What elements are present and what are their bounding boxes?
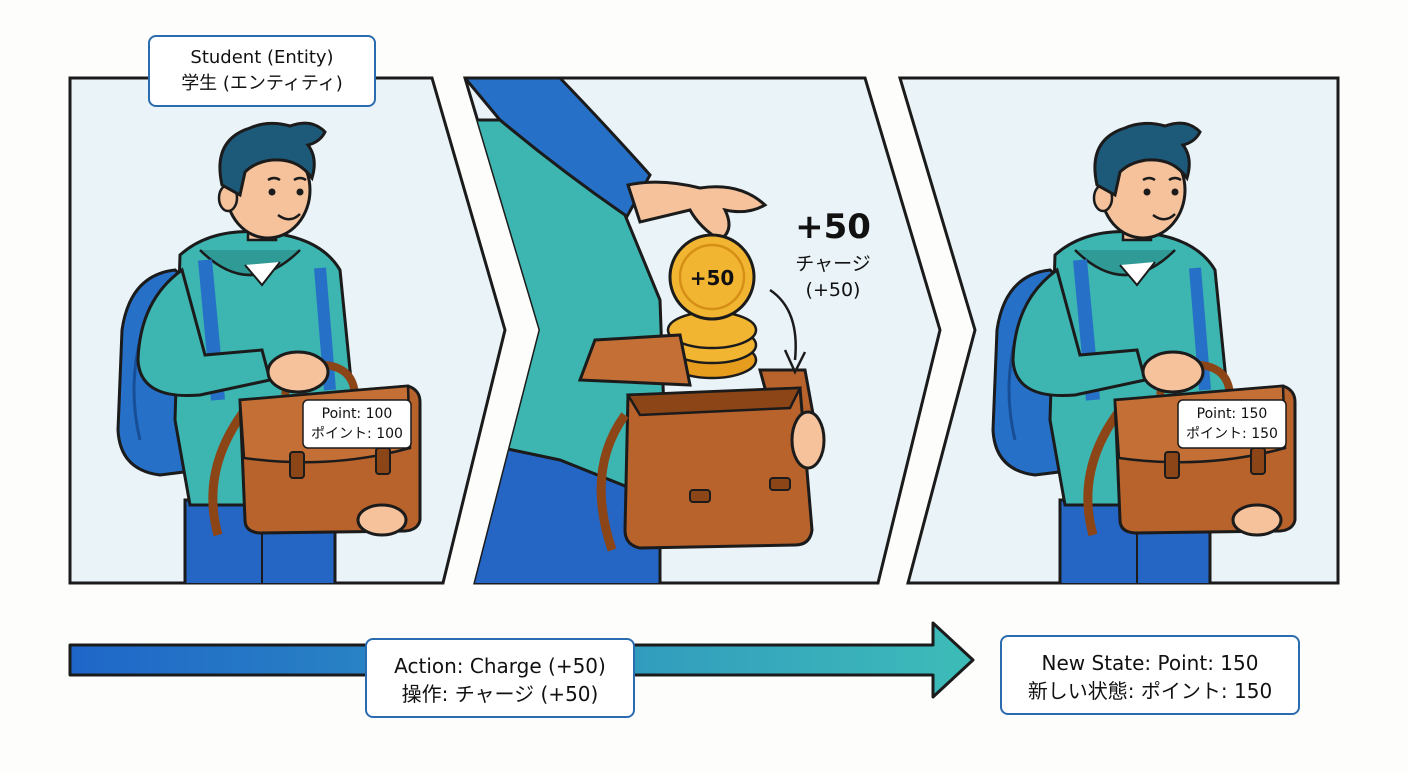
entity-label-jp: 学生 (エンティティ) [150, 71, 374, 97]
charge-amount: +50 [795, 207, 871, 247]
charge-amount-paren: (+50) [806, 279, 861, 301]
action-label: Action: Charge (+50) 操作: チャージ (+50) [365, 638, 635, 718]
new-state-label-en: New State: Point: 150 [1002, 649, 1298, 677]
action-label-en: Action: Charge (+50) [367, 652, 633, 680]
new-state-label-jp: 新しい状態: ポイント: 150 [1002, 677, 1298, 705]
entity-label: Student (Entity) 学生 (エンティティ) [148, 35, 376, 107]
point-tag-before-line2: ポイント: 100 [311, 426, 403, 442]
entity-label-en: Student (Entity) [150, 45, 374, 71]
new-state-label: New State: Point: 150 新しい状態: ポイント: 150 [1000, 635, 1300, 715]
point-tag-before-line1: Point: 100 [322, 406, 393, 422]
point-tag-after-line1: Point: 150 [1197, 406, 1268, 422]
point-tag-after-line2: ポイント: 150 [1186, 426, 1278, 442]
charge-label-jp: チャージ [795, 253, 870, 275]
action-label-jp: 操作: チャージ (+50) [367, 680, 633, 708]
coin-label: +50 [690, 266, 735, 290]
